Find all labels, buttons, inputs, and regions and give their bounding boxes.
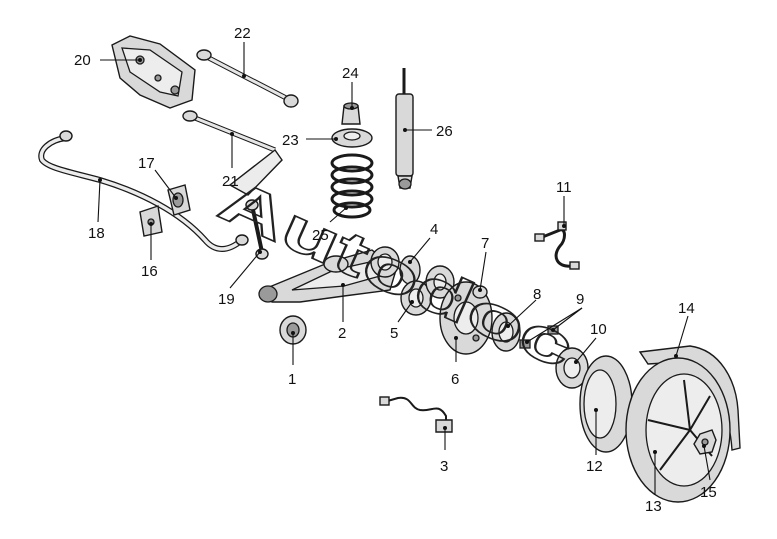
part-3-abs-sensor (379, 396, 453, 433)
part-4-bearing (370, 246, 421, 285)
part-11-brake-hose (534, 221, 580, 270)
part-22-link-rod (196, 49, 299, 108)
callout-26: 26 (436, 123, 453, 140)
callout-5: 5 (390, 325, 398, 342)
callout-25: 25 (312, 227, 329, 244)
part-15-hub-cap (693, 429, 717, 455)
callout-7: 7 (481, 235, 489, 252)
callout-17: 17 (138, 155, 155, 172)
callout-leaders (97, 42, 711, 495)
callout-2: 2 (338, 325, 346, 342)
callout-16: 16 (141, 263, 158, 280)
callout-20: 20 (74, 52, 91, 69)
callout-4: 4 (430, 221, 438, 238)
watermark: Autodoc (209, 165, 585, 382)
callout-8: 8 (533, 286, 541, 303)
callout-6: 6 (451, 371, 459, 388)
part-17-bushing (167, 184, 191, 216)
callout-15: 15 (700, 484, 717, 501)
callout-18: 18 (88, 225, 105, 242)
part-20-subframe-bracket (111, 35, 196, 109)
part-24-bump-stop (341, 102, 361, 125)
part-1-bushing (279, 315, 307, 345)
callout-22: 22 (234, 25, 251, 42)
callout-23: 23 (282, 132, 299, 149)
callout-10: 10 (590, 321, 607, 338)
part-23-spring-seat (331, 128, 373, 148)
part-12-brake-disc (579, 355, 633, 453)
part-18-stabilizer-bar (38, 130, 249, 252)
callout-12: 12 (586, 458, 603, 475)
part-26-shock-absorber (395, 68, 414, 190)
watermark-text: Autodoc (210, 166, 584, 382)
callout-24: 24 (342, 65, 359, 82)
callout-3: 3 (440, 458, 448, 475)
callout-13: 13 (645, 498, 662, 515)
part-13-wheel (625, 357, 731, 503)
part-2-lower-control-arm (258, 249, 397, 303)
callout-14: 14 (678, 300, 695, 317)
part-6-steering-knuckle (439, 281, 493, 355)
callout-19: 19 (218, 291, 235, 308)
callout-labels: 1 2 3 4 5 6 7 8 9 10 11 12 13 14 15 16 1… (74, 25, 717, 515)
callout-11: 11 (556, 179, 572, 196)
callout-1: 1 (288, 371, 296, 388)
callout-21: 21 (222, 173, 239, 190)
callout-9: 9 (576, 291, 584, 308)
part-25-coil-spring (330, 153, 374, 219)
